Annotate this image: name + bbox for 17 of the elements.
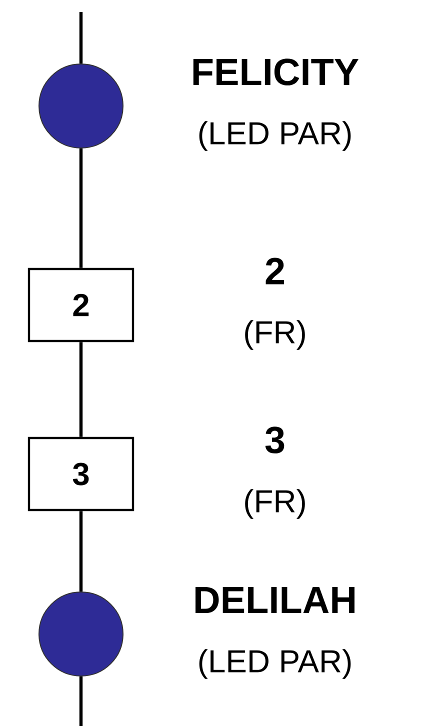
fixture-name: DELILAH	[196, 586, 354, 614]
fixture-type: (FR)	[245, 320, 305, 350]
fixture-type: (LED PAR)	[199, 121, 351, 151]
fixture-name: 3	[265, 426, 284, 454]
fixture-name: 2	[266, 258, 284, 284]
connector-line	[79, 12, 83, 64]
fixture-name: FELICITY	[193, 58, 359, 86]
connector-line	[79, 511, 83, 592]
connector-line	[79, 342, 83, 437]
fixture-type: (FR)	[245, 489, 305, 519]
fixture-circle	[38, 64, 124, 148]
connector-line	[79, 676, 83, 726]
fixture-box: 3	[28, 436, 134, 512]
connector-line	[79, 148, 83, 268]
fixture-box: 2	[28, 268, 134, 342]
fixture-circle	[38, 592, 124, 676]
fixture-type: (LED PAR)	[199, 649, 351, 679]
